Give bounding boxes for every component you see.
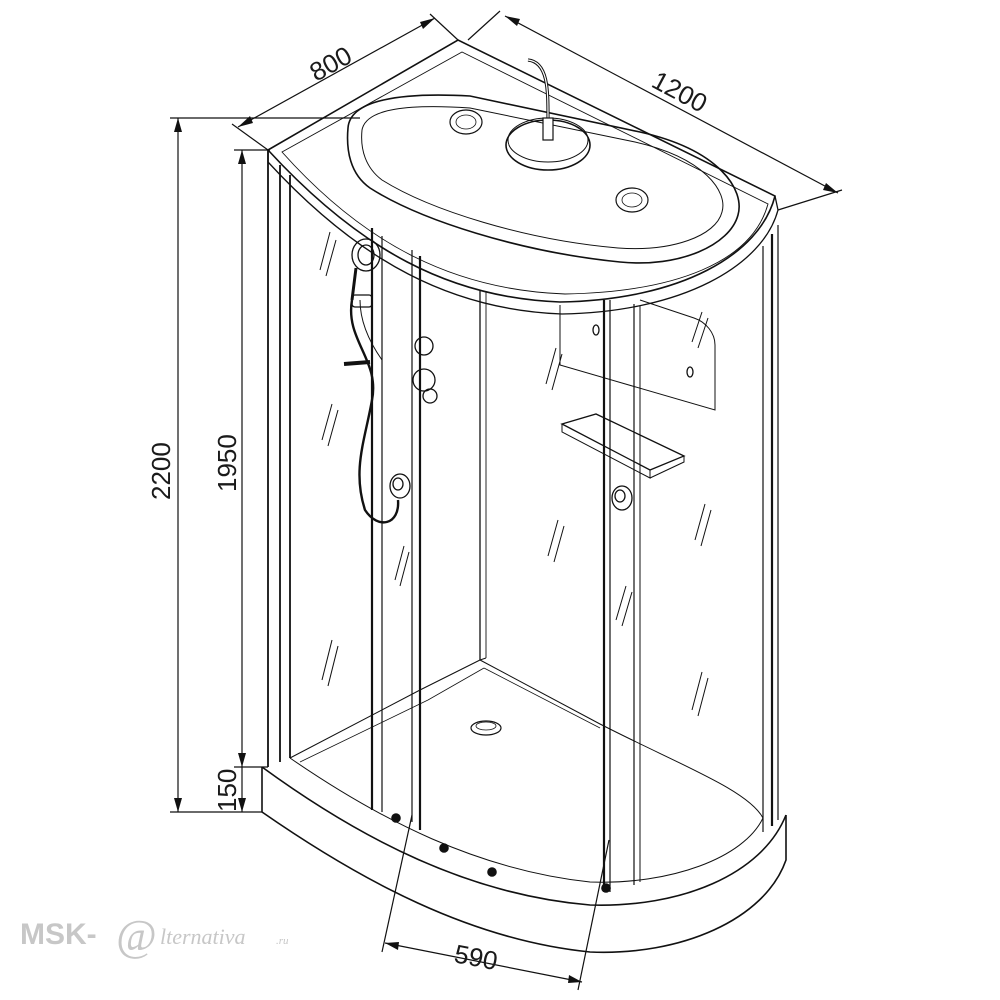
dimension-arrows (174, 16, 838, 983)
dimension-label-width: 1200 (647, 65, 712, 119)
cabin-roof (266, 39, 779, 315)
cabin-frame (267, 150, 779, 892)
dimension-lines (170, 10, 843, 991)
shower-tray (261, 657, 787, 954)
dimension-label-depth: 800 (304, 40, 356, 87)
watermark-brand-left: MSK- (20, 918, 97, 951)
dimension-label-door-width: 590 (452, 938, 500, 976)
shower-accessories (343, 238, 694, 524)
watermark-logo: MSK- @ lternativa .ru (20, 911, 289, 960)
dimension-label-cabin-height: 1950 (212, 434, 242, 492)
dimension-label-tray-height: 150 (212, 769, 242, 812)
watermark-brand-right: lternativa (160, 924, 246, 949)
watermark-domain: .ru (276, 935, 289, 947)
dimension-label-total-height: 2200 (146, 442, 176, 500)
watermark-at-symbol: @ (116, 911, 156, 960)
glass-reflections (319, 231, 712, 717)
